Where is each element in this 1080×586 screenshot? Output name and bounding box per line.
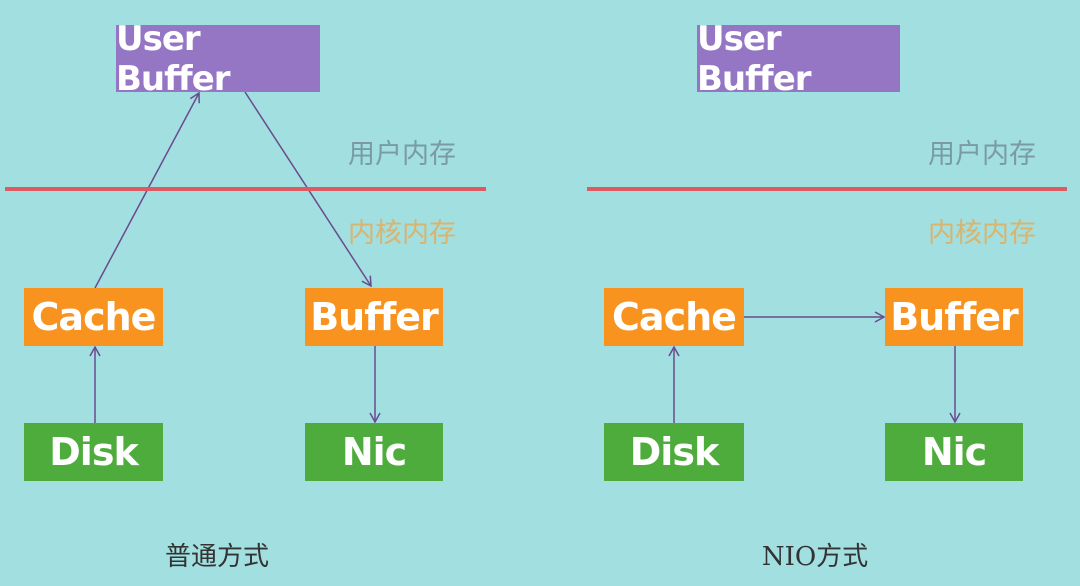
- disk-box: Disk: [24, 423, 163, 481]
- user-memory-label: 用户内存: [928, 139, 1036, 170]
- cache-box: Cache: [604, 288, 744, 346]
- caption-normal: 普通方式: [164, 542, 270, 572]
- disk-box: Disk: [604, 423, 744, 481]
- user-memory-label: 用户内存: [348, 139, 456, 170]
- buffer-box: Buffer: [305, 288, 443, 346]
- memory-boundary-line: [5, 187, 486, 191]
- kernel-memory-label: 内核内存: [348, 218, 456, 249]
- memory-boundary-line: [587, 187, 1067, 191]
- kernel-memory-label: 内核内存: [928, 218, 1036, 249]
- user-buffer-box: User Buffer: [697, 19, 900, 99]
- user-buffer-box: User Buffer: [116, 19, 320, 99]
- buffer-box: Buffer: [885, 288, 1023, 346]
- cache-box: Cache: [24, 288, 163, 346]
- caption-nio: NIO方式: [761, 542, 869, 572]
- nic-box: Nic: [305, 423, 443, 481]
- nic-box: Nic: [885, 423, 1023, 481]
